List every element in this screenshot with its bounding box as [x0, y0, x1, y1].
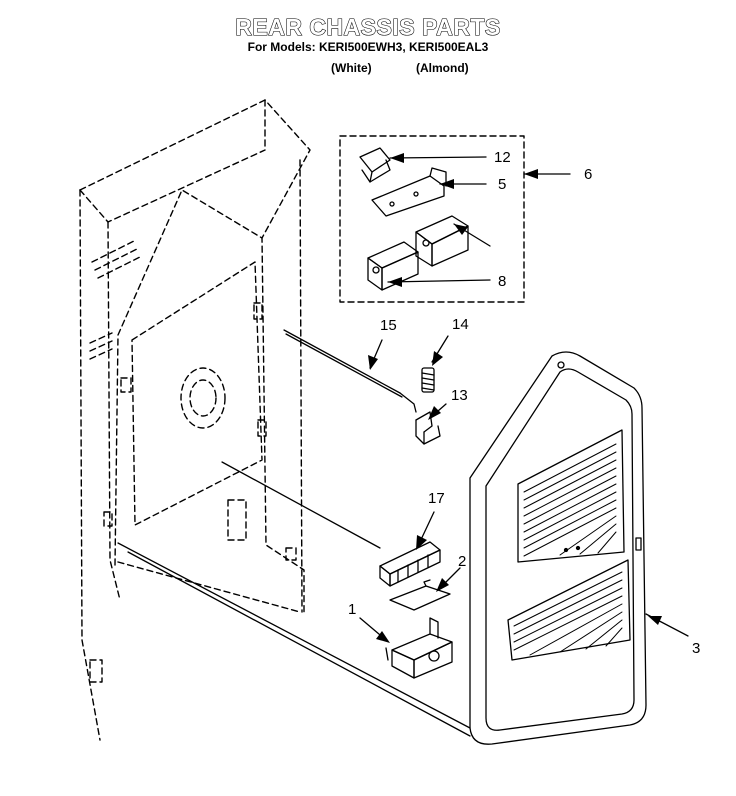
- leader-12: [389, 156, 487, 159]
- bracket-kit-box: [339, 135, 525, 303]
- callout-labels: 12 5 6 8 15 14 13 17 2 1 3: [348, 149, 700, 657]
- base-floor-lines: [117, 461, 471, 737]
- color-white-label: (White): [331, 61, 372, 75]
- part-13-clip: [415, 411, 441, 445]
- range-chassis-outline: [79, 99, 311, 741]
- model-list: For Models: KERI500EWH3, KERI500EAL3: [247, 40, 489, 54]
- part-8-brackets: [367, 215, 469, 291]
- diagram-header: REAR CHASSIS PARTS For Models: KERI500EW…: [0, 13, 736, 54]
- callout-14: 14: [452, 316, 469, 333]
- part-2-plate: [389, 579, 451, 611]
- callout-1: 1: [348, 601, 356, 618]
- callout-2: 2: [458, 553, 466, 570]
- callout-3: 3: [692, 640, 700, 657]
- callout-8: 8: [498, 273, 506, 290]
- callout-5: 5: [498, 176, 506, 193]
- callout-15: 15: [380, 317, 397, 334]
- callout-12: 12: [494, 149, 511, 166]
- leader-8b: [387, 279, 491, 283]
- page-title: REAR CHASSIS PARTS: [235, 13, 501, 40]
- callout-6: 6: [584, 166, 592, 183]
- callout-17: 17: [428, 490, 445, 507]
- part-1-junction-box: [385, 617, 453, 679]
- part-14-spring: [421, 367, 435, 393]
- color-almond-label: (Almond): [416, 61, 469, 75]
- callout-13: 13: [451, 387, 468, 404]
- part-5-bracket: [371, 167, 447, 217]
- part-12-terminal: [359, 147, 391, 183]
- part-3-rear-panel: [469, 351, 647, 745]
- part-17-terminal-strip: [379, 541, 441, 587]
- part-15-rod: [283, 329, 417, 413]
